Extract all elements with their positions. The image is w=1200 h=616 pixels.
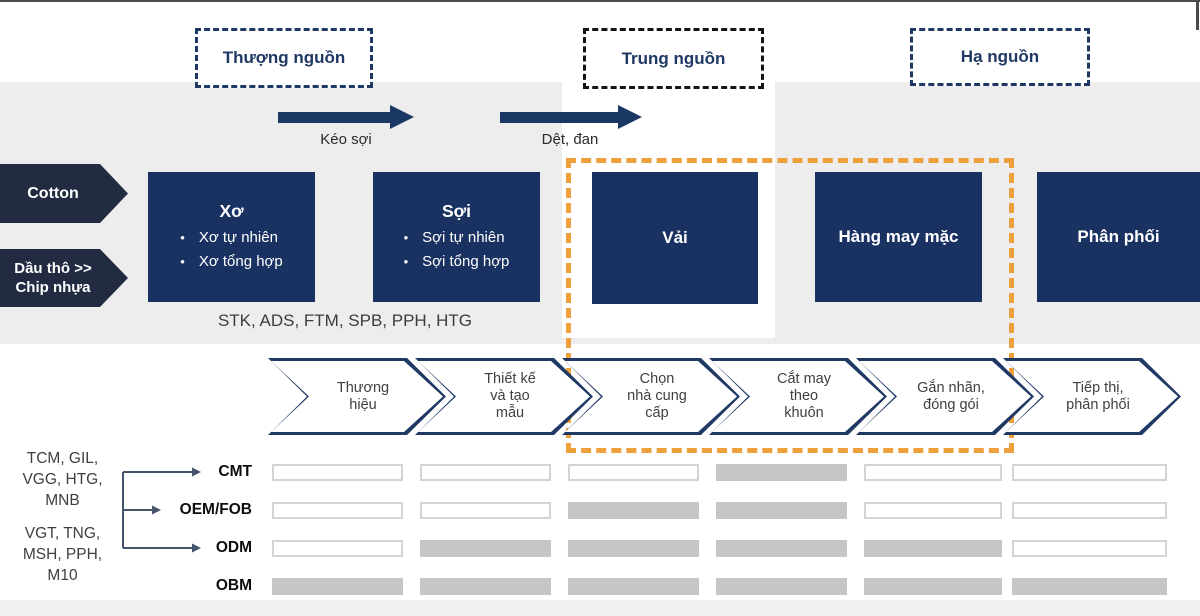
mode-label-odm: ODM bbox=[215, 539, 252, 556]
chain-box-fiber-bullets: Xơ tự nhiên Xơ tổng hợp bbox=[180, 226, 283, 274]
step-chevron-marketing-inner: Tiếp thị, phân phối bbox=[1006, 361, 1178, 432]
bullet-item: Sợi tổng hợp bbox=[404, 250, 509, 274]
upstream-tickers: STK, ADS, FTM, SPB, PPH, HTG bbox=[217, 311, 473, 330]
matrix-cell bbox=[864, 578, 1002, 595]
step-label: Cắt may theo khuôn bbox=[777, 371, 831, 421]
chain-box-yarn-title: Sợi bbox=[442, 200, 471, 221]
mode-label-oem-fob: OEM/FOB bbox=[179, 501, 252, 518]
stage-label-upstream: Thượng nguồn bbox=[195, 28, 373, 88]
company-group-odm: VGT, TNG, MSH, PPH, M10 bbox=[22, 525, 103, 584]
matrix-cell bbox=[1012, 578, 1167, 595]
input-arrow-crude-oil: Dầu thô >> Chip nhựa bbox=[0, 249, 128, 307]
step-chevron-labeling: Gắn nhãn, đóng gói bbox=[856, 358, 1034, 435]
weaving-arrow-icon bbox=[500, 112, 618, 123]
chain-box-fiber: Xơ Xơ tự nhiên Xơ tổng hợp bbox=[148, 172, 315, 302]
chain-box-fabric-title: Vải bbox=[662, 228, 688, 247]
stage-label-midstream-text: Trung nguồn bbox=[621, 48, 726, 68]
chain-box-fabric: Vải bbox=[592, 172, 758, 304]
bullet-item: Sợi tự nhiên bbox=[404, 226, 510, 250]
matrix-cell bbox=[420, 464, 551, 481]
footer-strip bbox=[0, 600, 1200, 616]
matrix-cell bbox=[272, 464, 403, 481]
matrix-cell bbox=[272, 502, 403, 519]
matrix-cell bbox=[420, 540, 551, 557]
chain-box-garment: Hàng may mặc bbox=[815, 172, 982, 302]
step-chevron-brand-inner: Thương hiệu bbox=[271, 361, 443, 432]
step-label: Chọn nhà cung cấp bbox=[627, 371, 687, 421]
chain-box-distribution: Phân phối bbox=[1037, 172, 1200, 302]
step-chevron-brand: Thương hiệu bbox=[268, 358, 446, 435]
chain-box-fiber-title: Xơ bbox=[219, 200, 244, 221]
spinning-arrow-icon bbox=[278, 112, 390, 123]
mode-label-obm: OBM bbox=[215, 577, 252, 594]
step-label: Thương hiệu bbox=[336, 379, 390, 413]
step-label: Gắn nhãn, đóng gói bbox=[917, 379, 985, 413]
chain-box-yarn-bullets: Sợi tự nhiên Sợi tổng hợp bbox=[404, 226, 510, 274]
step-label: Thiết kế và tạo mẫu bbox=[484, 371, 536, 421]
company-group-cmt-oem: TCM, GIL, VGG, HTG, MNB bbox=[22, 450, 103, 509]
matrix-cell bbox=[1012, 502, 1167, 519]
weaving-arrow-head-icon bbox=[618, 105, 642, 129]
matrix-cell bbox=[272, 540, 403, 557]
bullet-item: Xơ tổng hợp bbox=[180, 250, 283, 274]
matrix-cell bbox=[864, 464, 1002, 481]
spinning-arrow-label: Kéo sợi bbox=[320, 131, 372, 148]
input-arrow-cotton: Cotton bbox=[0, 164, 128, 223]
matrix-cell bbox=[568, 540, 699, 557]
step-chevron-labeling-inner: Gắn nhãn, đóng gói bbox=[859, 361, 1031, 432]
weaving-arrow-label: Dệt, đan bbox=[541, 131, 599, 148]
matrix-cell bbox=[420, 578, 551, 595]
step-chevron-marketing: Tiếp thị, phân phối bbox=[1003, 358, 1181, 435]
stage-label-downstream-text: Hạ nguồn bbox=[960, 47, 1040, 66]
matrix-cell bbox=[568, 578, 699, 595]
stage-label-downstream: Hạ nguồn bbox=[910, 28, 1090, 86]
chain-box-yarn: Sợi Sợi tự nhiên Sợi tổng hợp bbox=[373, 172, 540, 302]
stage-label-upstream-text: Thượng nguồn bbox=[222, 48, 346, 67]
matrix-cell bbox=[864, 540, 1002, 557]
matrix-cell bbox=[568, 502, 699, 519]
bullet-item: Xơ tự nhiên bbox=[180, 226, 282, 250]
mapping-bracket-icon bbox=[122, 467, 201, 553]
frame-top-line bbox=[0, 0, 1200, 2]
matrix-cell bbox=[716, 502, 847, 519]
matrix-cell bbox=[420, 502, 551, 519]
highlight-dashed-rect bbox=[566, 158, 1014, 453]
matrix-cell bbox=[864, 502, 1002, 519]
matrix-cell bbox=[568, 464, 699, 481]
input-crude-label: Dầu thô >> Chip nhựa bbox=[14, 259, 92, 297]
matrix-cell bbox=[272, 578, 403, 595]
matrix-cell bbox=[1012, 540, 1167, 557]
input-cotton-label: Cotton bbox=[27, 184, 79, 202]
matrix-cell bbox=[716, 464, 847, 481]
frame-right-line bbox=[1196, 0, 1199, 30]
chain-box-distribution-title: Phân phối bbox=[1077, 227, 1160, 246]
step-chevron-design-inner: Thiết kế và tạo mẫu bbox=[418, 361, 590, 432]
spinning-arrow-head-icon bbox=[390, 105, 414, 129]
chain-box-garment-title: Hàng may mặc bbox=[838, 227, 959, 246]
matrix-cell bbox=[1012, 464, 1167, 481]
step-label: Tiếp thị, phân phối bbox=[1066, 379, 1130, 413]
matrix-cell bbox=[716, 578, 847, 595]
mode-label-cmt: CMT bbox=[218, 463, 252, 480]
matrix-cell bbox=[716, 540, 847, 557]
stage-label-midstream: Trung nguồn bbox=[583, 28, 764, 89]
